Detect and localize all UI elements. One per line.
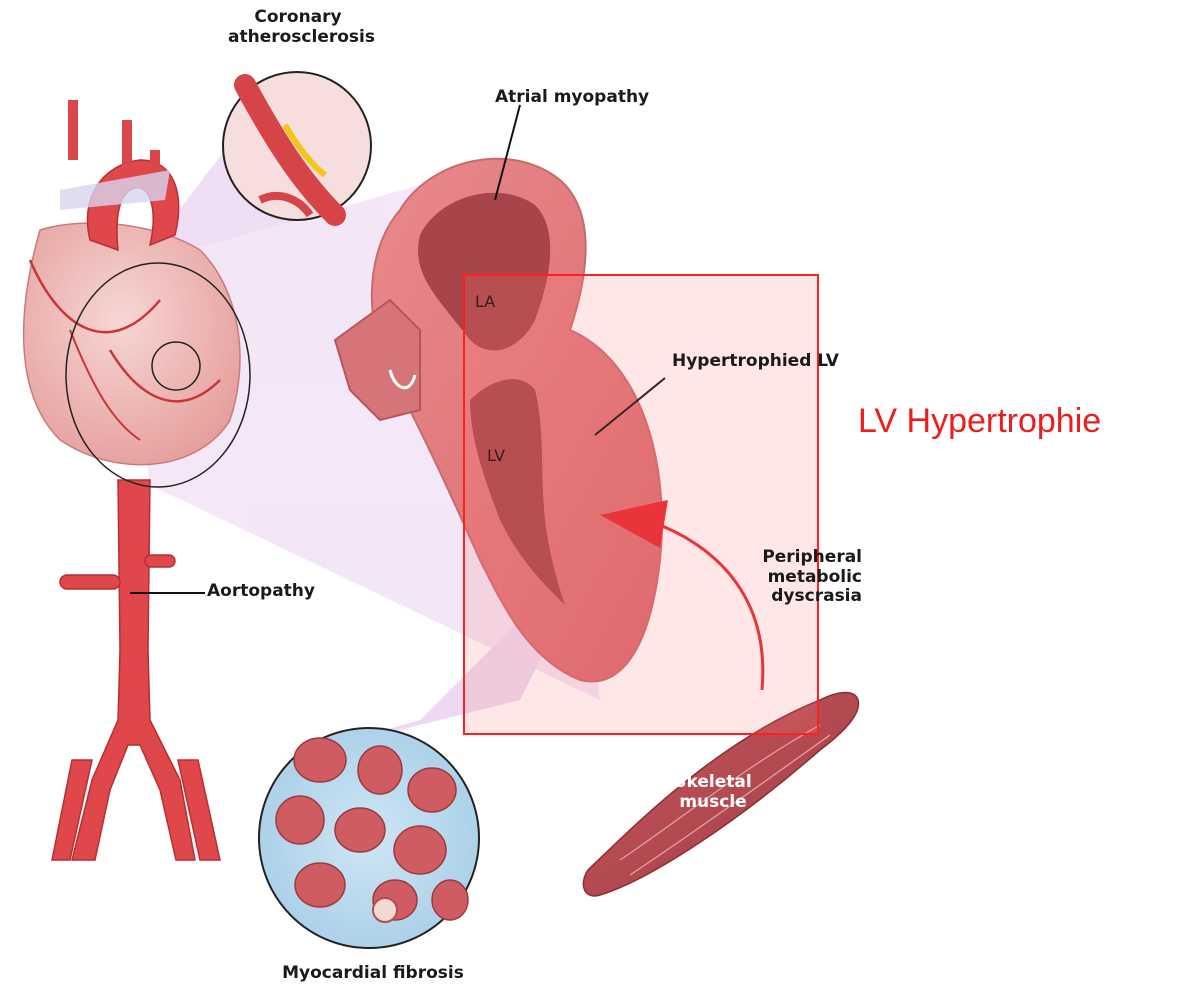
label-coronary: Coronary atherosclerosis [228,8,368,47]
label-la: LA [475,292,495,311]
coronary-inset [223,72,371,220]
label-myocardial-fibrosis: Myocardial fibrosis [278,964,468,984]
label-peripheral: Peripheral metabolic dyscrasia [740,548,862,607]
label-skeletal-muscle: Skeletal muscle [668,772,758,813]
heart-external [24,100,250,487]
label-atrial-myopathy: Atrial myopathy [495,88,649,108]
aorta [52,480,220,860]
label-aortopathy: Aortopathy [207,582,315,602]
lv-highlight-box [463,274,819,735]
label-hypertrophied-lv: Hypertrophied LV [672,352,839,372]
label-lv: LV [487,446,505,465]
fibrosis-inset [259,728,479,948]
annotation-lv-hypertrophie: LV Hypertrophie [858,402,1101,441]
